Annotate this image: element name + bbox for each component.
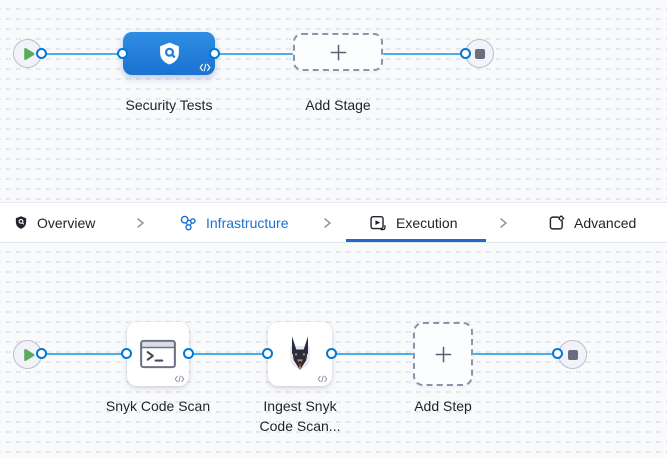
connector-line (189, 353, 268, 355)
stage-node-security-tests[interactable] (123, 32, 215, 75)
tab-label: Execution (396, 214, 458, 231)
graph-nodes-icon (180, 215, 196, 230)
connector-line (473, 353, 558, 355)
step-node-snyk-code-scan[interactable] (127, 322, 189, 386)
connector-line (332, 353, 413, 355)
shield-check-icon (15, 216, 27, 229)
connector-point[interactable] (36, 47, 48, 59)
code-icon (174, 375, 185, 383)
terminal-icon (140, 339, 176, 369)
connector-point[interactable] (262, 348, 274, 360)
connector-point[interactable] (117, 47, 129, 59)
connector-line (383, 52, 466, 55)
connector-line (28, 52, 123, 55)
chevron-right-icon (497, 217, 509, 229)
add-step-label: Add Step (414, 398, 472, 414)
tab-label: Infrastructure (206, 214, 289, 231)
connector-point[interactable] (36, 348, 48, 360)
step-label: Snyk Code Scan (105, 398, 211, 414)
add-step-button[interactable] (413, 322, 473, 386)
stop-icon (474, 48, 485, 59)
file-gear-icon (549, 214, 565, 230)
connector-point[interactable] (552, 348, 564, 360)
play-box-icon (370, 215, 386, 230)
connector-point[interactable] (209, 47, 221, 59)
connector-point[interactable] (326, 348, 338, 360)
tab-infrastructure[interactable]: Infrastructure (179, 203, 288, 242)
step-label: Ingest Snyk Code Scan... (259, 398, 341, 434)
snyk-dog-icon (290, 336, 310, 370)
code-icon (317, 375, 328, 383)
add-stage-label: Add Stage (305, 97, 371, 113)
connector-point[interactable] (121, 348, 133, 360)
play-icon (23, 348, 34, 361)
execution-start-node (13, 340, 42, 369)
plus-icon (435, 346, 451, 362)
tab-execution[interactable]: Execution (369, 203, 457, 242)
code-icon (199, 63, 211, 72)
connector-line (215, 52, 293, 55)
connector-line (28, 353, 127, 355)
step-node-ingest-snyk[interactable] (268, 322, 332, 386)
tab-label: Advanced (574, 214, 637, 231)
stop-icon (567, 349, 578, 360)
tab-overview[interactable]: Overview (14, 203, 95, 242)
connector-point[interactable] (183, 348, 195, 360)
add-stage-button[interactable] (293, 33, 383, 71)
plus-icon (330, 44, 346, 60)
execution-end-node (558, 340, 587, 369)
tab-label: Overview (37, 214, 96, 231)
tab-advanced[interactable]: Advanced (547, 203, 636, 242)
shield-scan-icon (159, 42, 179, 65)
connector-point[interactable] (460, 47, 472, 59)
play-icon (23, 47, 34, 60)
active-tab-underline (346, 239, 486, 242)
chevron-right-icon (134, 217, 146, 229)
chevron-right-icon (321, 217, 333, 229)
stage-tab-bar: Overview Infrastructure (0, 202, 667, 243)
stage-label: Security Tests (125, 97, 213, 113)
